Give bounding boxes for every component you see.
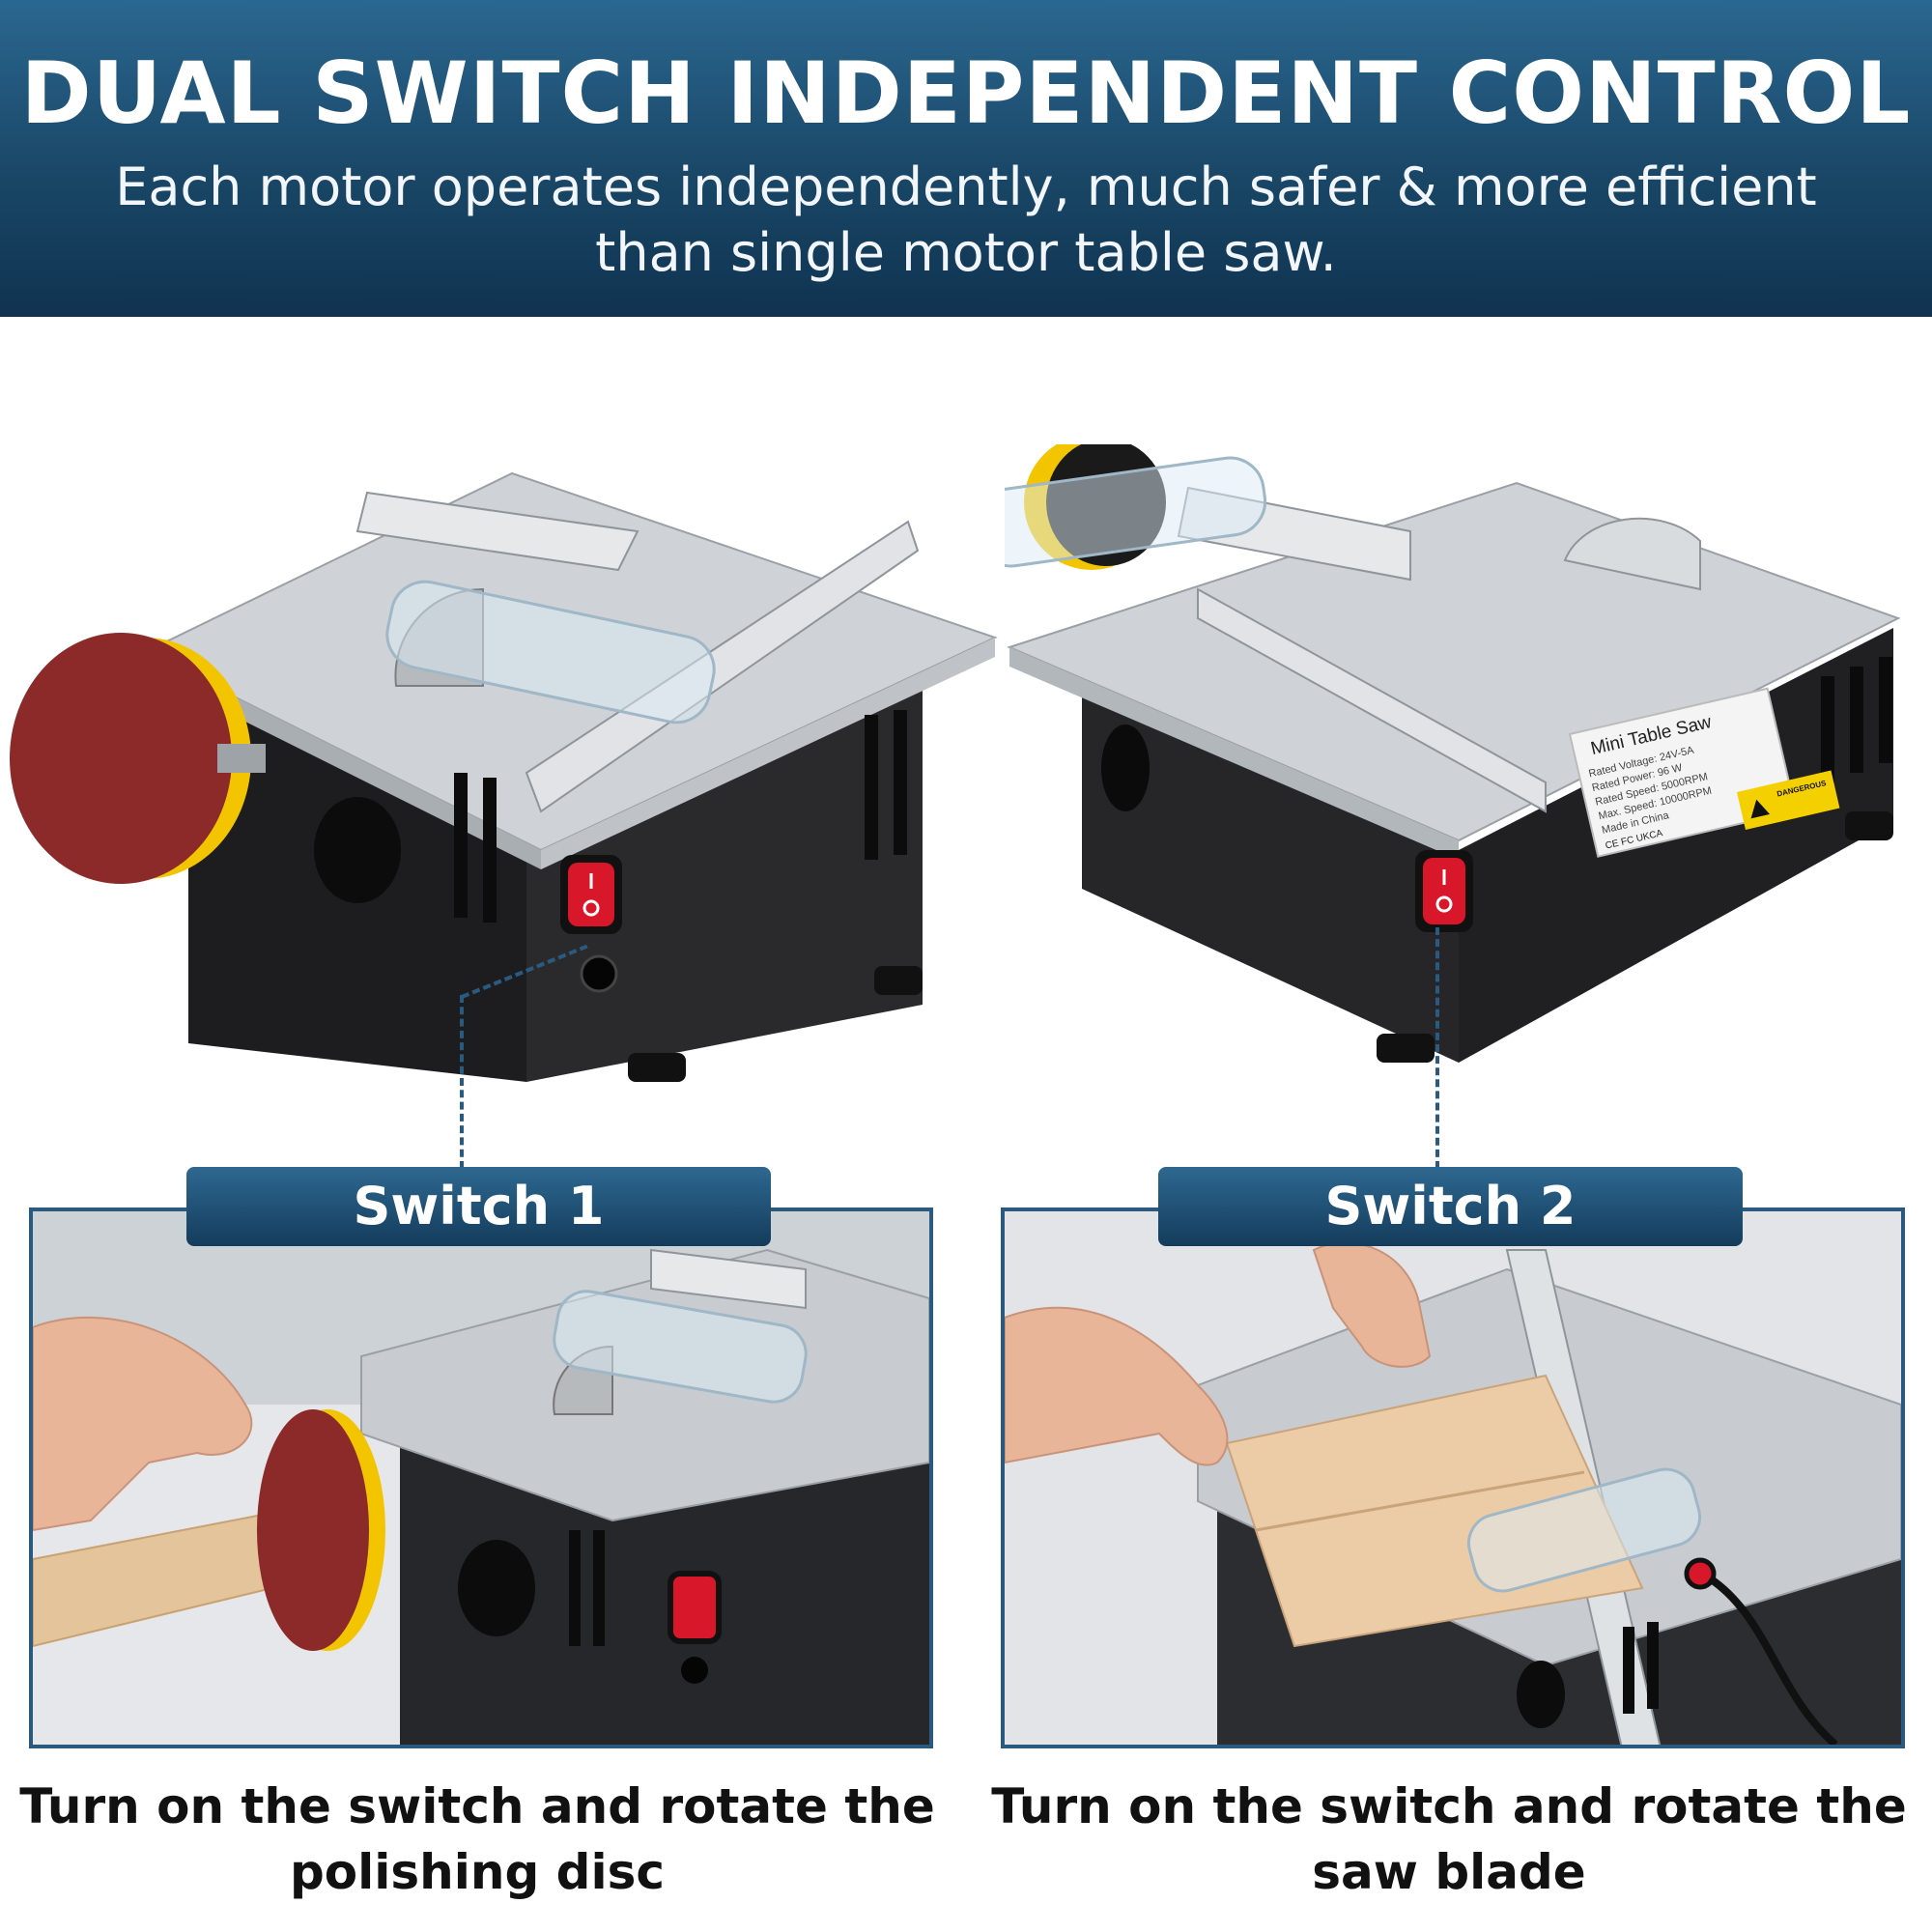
panel-2-caption-line-1: Turn on the switch and rotate the — [991, 1778, 1907, 1834]
page-subtitle: Each motor operates independently, much … — [97, 155, 1835, 286]
panel-1-caption-line-1: Turn on the switch and rotate the — [19, 1778, 935, 1834]
panel-2-caption: Turn on the switch and rotate the saw bl… — [981, 1774, 1917, 1905]
panel-1-caption-line-2: polishing disc — [289, 1844, 666, 1900]
header-banner: DUAL SWITCH INDEPENDENT CONTROL Each mot… — [0, 0, 1932, 317]
warning-sticker: DANGEROUS — [1737, 770, 1840, 830]
panel-1-caption: Turn on the switch and rotate the polish… — [10, 1774, 945, 1905]
page-title: DUAL SWITCH INDEPENDENT CONTROL — [20, 43, 1912, 143]
switch-1-tab: Switch 1 — [186, 1167, 771, 1246]
panel-2-illustration — [1005, 1211, 1901, 1745]
panel-2-caption-line-2: saw blade — [1312, 1844, 1586, 1900]
switch-2-tab: Switch 2 — [1158, 1167, 1743, 1246]
panel-1-illustration — [33, 1211, 929, 1745]
subtitle-line-1: Each motor operates independently, much … — [115, 156, 1817, 217]
connector-2-vertical — [1435, 927, 1439, 1169]
polishing-disc-icon — [10, 633, 266, 884]
product-photo-left — [10, 471, 998, 1082]
panel-1-photo — [29, 1208, 933, 1748]
product-label: Mini Table Saw Rated Voltage: 24V-5A Rat… — [1568, 687, 1798, 858]
switch-2-icon — [1415, 850, 1473, 932]
product-photo-right: Mini Table Saw Rated Voltage: 24V-5A Rat… — [1005, 444, 1901, 1063]
connector-1-vertical — [460, 995, 464, 1169]
switch-1-icon — [560, 855, 622, 934]
subtitle-line-2: than single motor table saw. — [595, 222, 1337, 283]
panel-2-photo — [1001, 1208, 1905, 1748]
